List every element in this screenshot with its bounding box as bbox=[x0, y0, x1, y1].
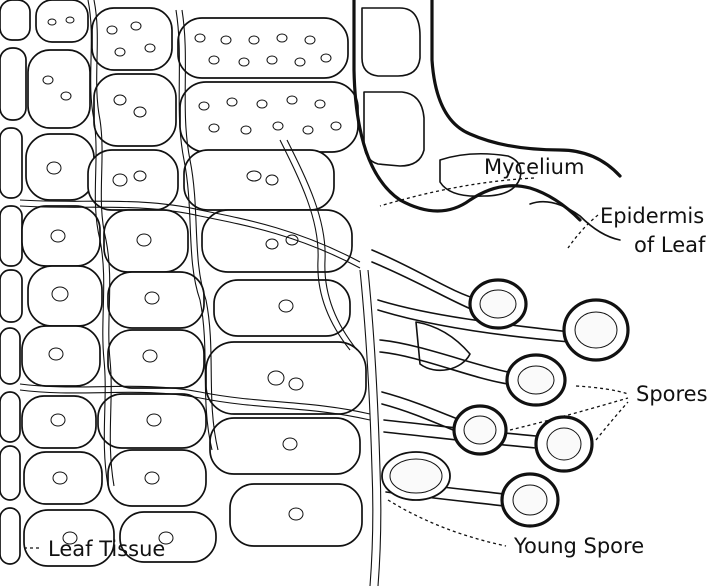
label-spores: Spores bbox=[636, 382, 708, 406]
young-spore-leader bbox=[388, 500, 506, 546]
spore bbox=[564, 300, 628, 360]
spore bbox=[470, 280, 526, 328]
spores-leader-3 bbox=[596, 402, 628, 440]
label-mycelium: Mycelium bbox=[484, 155, 584, 179]
spores bbox=[382, 280, 628, 526]
young-spore bbox=[382, 452, 450, 500]
spore bbox=[507, 355, 565, 405]
spore bbox=[502, 474, 558, 526]
spore bbox=[536, 417, 592, 471]
epidermis-of-leaf bbox=[354, 0, 620, 240]
label-leaf-tissue: Leaf Tissue bbox=[48, 537, 165, 561]
label-epidermis: Epidermis bbox=[600, 204, 704, 228]
label-young-spore: Young Spore bbox=[513, 534, 644, 558]
label-epidermis-line2: of Leaf bbox=[634, 233, 706, 257]
spore bbox=[454, 406, 506, 454]
spores-leader-1 bbox=[576, 386, 628, 394]
leaf-tissue-cells bbox=[0, 0, 366, 566]
